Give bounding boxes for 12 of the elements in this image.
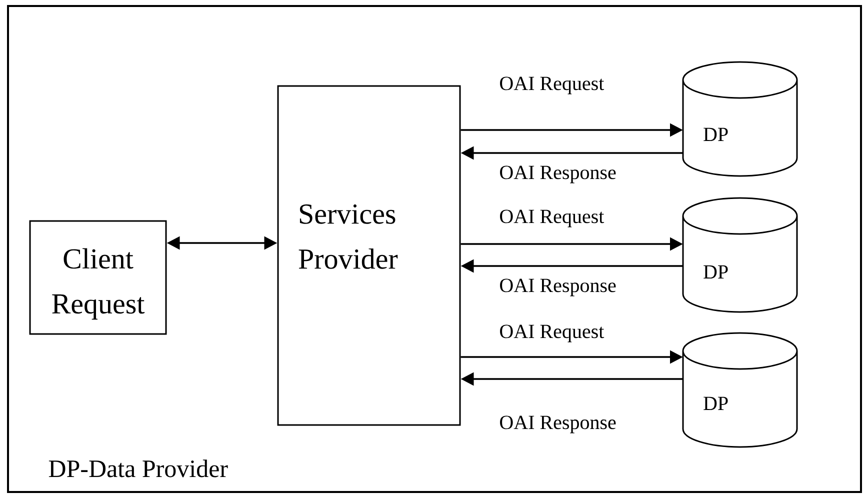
edge-label: OAI Request xyxy=(500,76,604,94)
edge-label: OAI Response xyxy=(500,278,616,296)
database-cylinder: DP xyxy=(682,197,798,313)
edge-label: OAI Request xyxy=(500,324,604,342)
abbreviation-note: DP-Data Provider xyxy=(48,460,228,478)
edge-label: OAI Response xyxy=(500,166,616,184)
process-box: Client Request xyxy=(29,220,167,335)
edge-label: OAI Response xyxy=(500,416,616,434)
process-box: Services Provider xyxy=(277,85,461,426)
database-cylinder: DP xyxy=(682,61,798,177)
database-cylinder: DP xyxy=(682,332,798,448)
edge-label: OAI Request xyxy=(500,210,604,228)
